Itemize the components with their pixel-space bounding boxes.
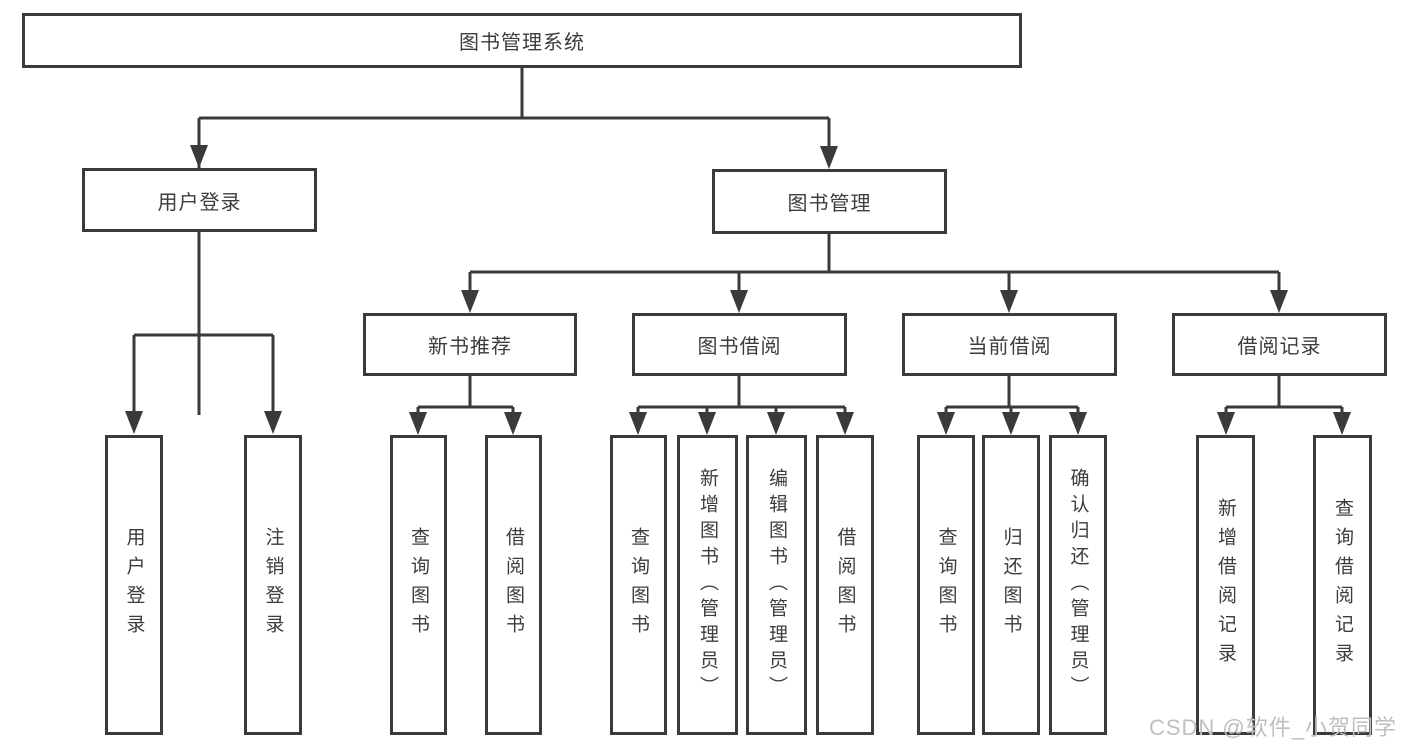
leaf-query-books-3: 查询图书 (917, 435, 975, 735)
node-root-label: 图书管理系统 (459, 32, 585, 54)
node-new-book-recommend: 新书推荐 (363, 313, 577, 376)
leaf-borrow-books-2-label: 借阅图书 (834, 527, 856, 643)
leaf-logout-label: 注销登录 (262, 527, 284, 643)
leaf-add-books-admin-label: 新增图书（管理员） (697, 468, 718, 702)
node-book-management-label: 图书管理 (787, 193, 872, 215)
node-book-management: 图书管理 (712, 169, 947, 234)
leaf-confirm-return-admin-label: 确认归还（管理员） (1067, 468, 1089, 702)
node-book-borrow: 图书借阅 (632, 313, 847, 376)
leaf-add-borrow-record: 新增借阅记录 (1196, 435, 1255, 735)
leaf-query-books-3-label: 查询图书 (935, 527, 957, 643)
node-root-library-system: 图书管理系统 (22, 13, 1022, 68)
leaf-return-books: 归还图书 (982, 435, 1040, 735)
leaf-confirm-return-admin: 确认归还（管理员） (1049, 435, 1107, 735)
node-book-borrow-label: 图书借阅 (697, 336, 782, 358)
leaf-query-books-2: 查询图书 (610, 435, 667, 735)
node-user-login: 用户登录 (82, 168, 317, 232)
leaf-query-borrow-record-label: 查询借阅记录 (1332, 498, 1353, 672)
leaf-return-books-label: 归还图书 (1000, 527, 1022, 643)
node-current-borrow-label: 当前借阅 (967, 336, 1052, 358)
leaf-user-login: 用户登录 (105, 435, 163, 735)
leaf-logout: 注销登录 (244, 435, 302, 735)
node-borrow-records-label: 借阅记录 (1237, 336, 1322, 358)
leaf-edit-books-admin: 编辑图书（管理员） (746, 435, 807, 735)
leaf-edit-books-admin-label: 编辑图书（管理员） (766, 468, 787, 702)
leaf-add-borrow-record-label: 新增借阅记录 (1215, 498, 1236, 672)
leaf-query-borrow-record: 查询借阅记录 (1313, 435, 1372, 735)
leaf-query-books-2-label: 查询图书 (628, 527, 649, 643)
node-current-borrow: 当前借阅 (902, 313, 1117, 376)
csdn-watermark: CSDN @软件_小贺同学 (1148, 715, 1397, 740)
leaf-query-books-1-label: 查询图书 (408, 527, 429, 643)
leaf-query-books-1: 查询图书 (390, 435, 447, 735)
node-new-book-recommend-label: 新书推荐 (428, 336, 512, 358)
node-borrow-records: 借阅记录 (1172, 313, 1387, 376)
leaf-add-books-admin: 新增图书（管理员） (677, 435, 738, 735)
leaf-borrow-books-1-label: 借阅图书 (503, 527, 524, 643)
leaf-borrow-books-1: 借阅图书 (485, 435, 542, 735)
node-user-login-label: 用户登录 (157, 191, 242, 214)
leaf-borrow-books-2: 借阅图书 (816, 435, 874, 735)
leaf-user-login-label: 用户登录 (123, 527, 145, 643)
